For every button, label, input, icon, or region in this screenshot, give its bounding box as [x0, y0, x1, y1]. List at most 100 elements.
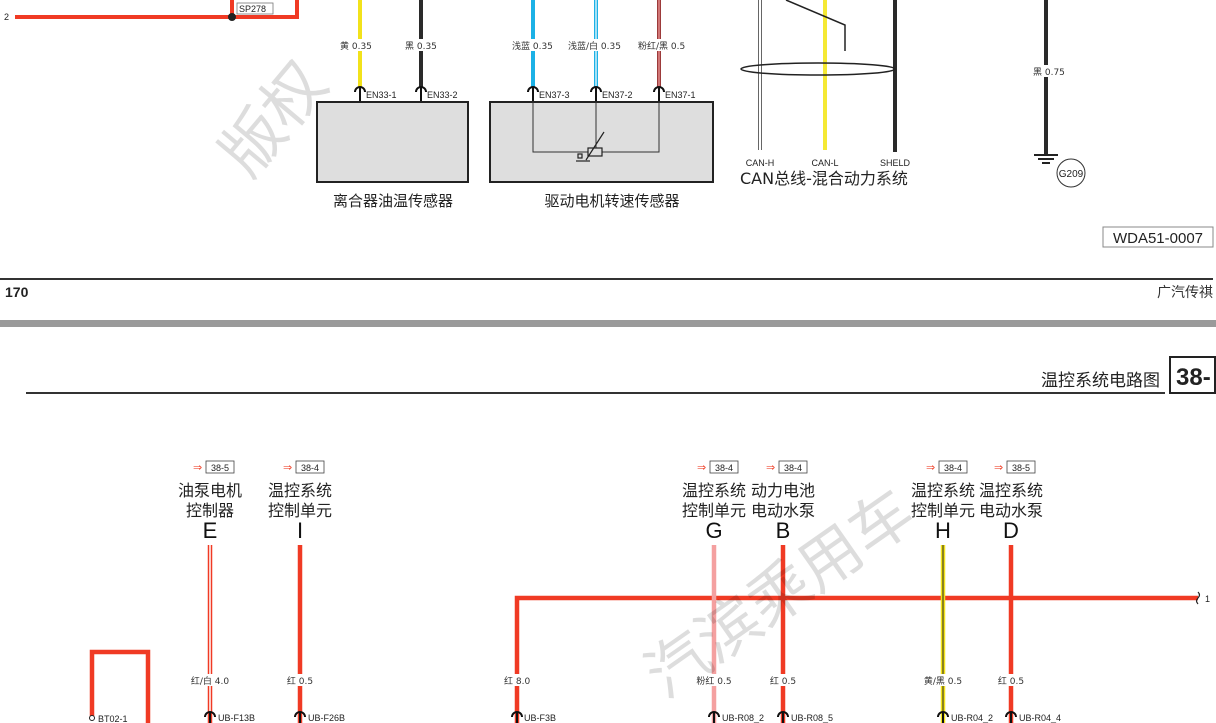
brand-label: 广汽传祺 [1157, 285, 1213, 301]
arrow-icon: ⇒ [926, 461, 935, 474]
component-name-line2: 控制单元 [268, 501, 332, 520]
motor-speed-sensor-box [489, 101, 714, 183]
top-page: 2 SP278 黄 0.35 黑 0.35 浅蓝 0.35 浅蓝/白 0.35 … [0, 0, 1214, 301]
battery-wire [89, 649, 151, 723]
arrow-icon: ⇒ [283, 461, 292, 474]
can-l-label: CAN-L [811, 158, 838, 168]
arrow-icon: ⇒ [994, 461, 1003, 474]
ground-point-circle [1056, 158, 1086, 188]
can-bus [740, 0, 897, 152]
page-ref-link[interactable]: 38-5 [1012, 463, 1030, 473]
component-name-line2: 控制器 [186, 501, 234, 520]
component-name: 驱动电机转速传感器 [544, 192, 679, 210]
arrow-icon: ⇒ [697, 461, 706, 474]
pin-label: UB-F3B [524, 713, 556, 723]
arrow-icon: ⇒ [193, 461, 202, 474]
component-name-line2: 控制单元 [911, 501, 975, 520]
wire-label: 粉红/黑 0.5 [638, 40, 685, 52]
pin-label: UB-F13B [218, 713, 255, 723]
wire-end-label: 2 [4, 12, 9, 22]
connector-icons [354, 86, 665, 102]
ref-box[interactable] [938, 460, 968, 474]
splice-box [236, 2, 274, 15]
ground-icon [1034, 154, 1058, 164]
clutch-oil-temp-sensor-box [316, 101, 469, 183]
connector-icon [708, 711, 720, 723]
pin-label: EN33-2 [427, 90, 458, 100]
ref-box[interactable] [205, 460, 235, 474]
wire-label: 红/白 4.0 [191, 675, 229, 687]
connector-letter: I [297, 518, 303, 543]
bus-end-number: 1 [1205, 594, 1210, 604]
wire-label: 红 0.5 [287, 675, 313, 687]
ref-box[interactable] [295, 460, 325, 474]
can-title: CAN总线-混合动力系统 [740, 169, 908, 188]
diagram-code: WDA51-0007 [1113, 230, 1203, 247]
wire-label: 红 8.0 [504, 675, 530, 687]
pin-label: UB-R04_2 [951, 713, 993, 723]
wire-label: 黄/黑 0.5 [924, 675, 962, 687]
connector-icon [937, 711, 949, 723]
component-name-line1: 温控系统 [682, 481, 746, 500]
sensor-symbol-icon [576, 131, 605, 162]
wire-label: 黑 0.35 [405, 41, 437, 52]
pin-label: UB-R08_5 [791, 713, 833, 723]
ground-id: G209 [1059, 169, 1084, 180]
pin-label: BT02-1 [98, 714, 128, 723]
wire-break-icon [1195, 591, 1201, 605]
component-name: 离合器油温传感器 [333, 192, 453, 210]
wire-label: 红 0.5 [770, 675, 796, 687]
page-ref-link[interactable]: 38-4 [301, 463, 319, 473]
wire-label: 红 0.5 [998, 675, 1024, 687]
page-ref-link[interactable]: 38-4 [944, 463, 962, 473]
shield-ellipse [740, 62, 896, 76]
main-bus-wire [514, 595, 1198, 723]
page-separator [0, 320, 1216, 327]
component-name-line1: 动力电池 [751, 481, 815, 500]
connector-letter: E [203, 518, 218, 543]
component-name-line2: 电动水泵 [979, 501, 1043, 520]
pin-label: UB-R04_4 [1019, 713, 1061, 723]
connector-icon [204, 711, 216, 723]
wire-label: 浅蓝/白 0.35 [568, 40, 621, 52]
component-name-line1: 温控系统 [911, 481, 975, 500]
ref-box[interactable] [709, 460, 739, 474]
component-name-line1: 温控系统 [979, 481, 1043, 500]
component-name-line2: 电动水泵 [751, 501, 815, 520]
can-h-label: CAN-H [746, 158, 775, 168]
connector-letter: G [705, 518, 722, 543]
connector-letter: D [1003, 518, 1019, 543]
connector-icon [777, 711, 789, 723]
page-number: 170 [5, 284, 29, 300]
component-name-line1: 油泵电机 [178, 481, 242, 500]
pin-label: EN37-3 [539, 90, 570, 100]
connector-icon [1005, 711, 1017, 723]
pin-label: EN37-2 [602, 90, 633, 100]
wire-label: 浅蓝 0.35 [512, 40, 553, 52]
splice-dot [228, 13, 236, 21]
page-ref-link[interactable]: 38-5 [211, 463, 229, 473]
pin-label: UB-F26B [308, 713, 345, 723]
wire-label: 黄 0.35 [340, 40, 372, 52]
ref-box[interactable] [1006, 460, 1036, 474]
ref-box[interactable] [778, 460, 808, 474]
arrow-icon: ⇒ [766, 461, 775, 474]
connector-letter: B [776, 518, 791, 543]
wire-label: 粉红 0.5 [696, 675, 731, 687]
splice-label: SP278 [239, 4, 266, 14]
pin-label: UB-R08_2 [722, 713, 764, 723]
pin-label: EN33-1 [366, 90, 397, 100]
wire-label: 黑 0.75 [1033, 67, 1065, 78]
connector-letter: H [935, 518, 951, 543]
page-ref-link[interactable]: 38-4 [784, 463, 802, 473]
page-ref-link[interactable]: 38-4 [715, 463, 733, 473]
shield-label: SHELD [880, 158, 911, 168]
component-name-line1: 温控系统 [268, 481, 332, 500]
section-box [1169, 356, 1216, 394]
